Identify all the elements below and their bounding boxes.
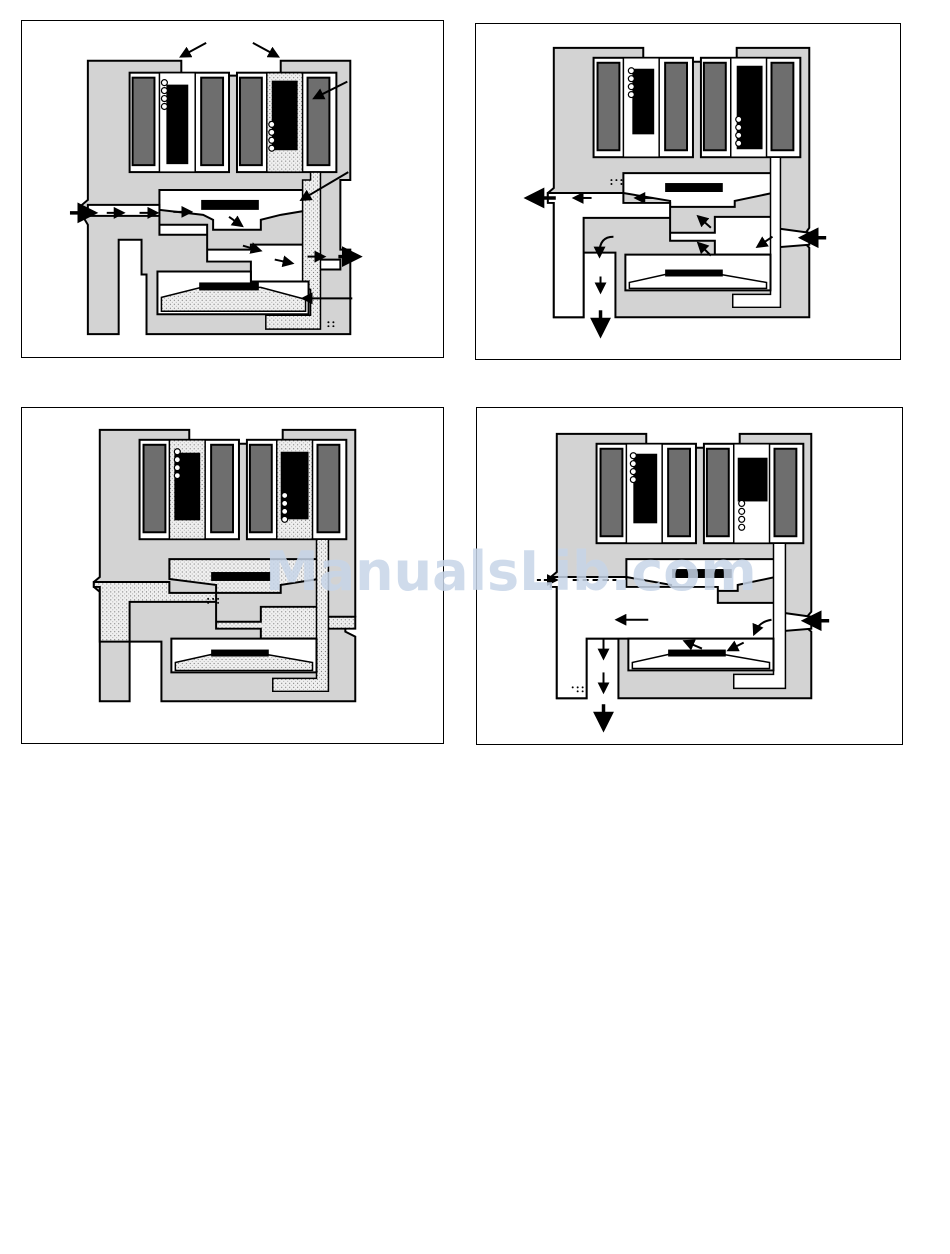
plunger-right	[272, 81, 298, 151]
lower-diaphragm	[668, 650, 726, 657]
coil-3	[704, 63, 726, 150]
valve-schematic-3	[22, 408, 443, 743]
upper-diaphragm	[665, 183, 723, 192]
valve-schematic-4	[477, 408, 902, 744]
coil-2	[668, 449, 690, 536]
coil-4	[308, 78, 330, 165]
valve-diagram-panel-1	[21, 20, 444, 358]
upper-diaphragm	[672, 569, 732, 578]
upper-diaphragm	[201, 200, 259, 210]
coil-4	[774, 449, 796, 536]
coil-3	[240, 78, 262, 165]
coil-1	[598, 63, 620, 150]
valve-diagram-panel-2	[475, 23, 901, 360]
plunger-right	[738, 458, 768, 502]
valve-schematic-2	[476, 24, 900, 359]
coil-4	[772, 63, 794, 150]
plunger-left	[166, 85, 188, 165]
lower-diaphragm	[199, 282, 259, 290]
valve-diagram-panel-3	[21, 407, 444, 744]
lower-diaphragm	[211, 650, 269, 657]
coil-1	[133, 78, 155, 165]
valve-schematic-1	[22, 21, 443, 357]
coil-2	[211, 445, 233, 532]
coil-2	[201, 78, 223, 165]
coil-4	[317, 445, 339, 532]
coil-1	[601, 449, 623, 536]
upper-diaphragm	[211, 572, 271, 581]
coil-3	[707, 449, 729, 536]
coil-1	[144, 445, 166, 532]
coil-2	[665, 63, 687, 150]
lower-diaphragm	[665, 270, 723, 277]
plunger-left	[633, 454, 657, 524]
coil-3	[250, 445, 272, 532]
plunger-left	[632, 69, 654, 135]
valve-diagram-panel-4	[476, 407, 903, 745]
